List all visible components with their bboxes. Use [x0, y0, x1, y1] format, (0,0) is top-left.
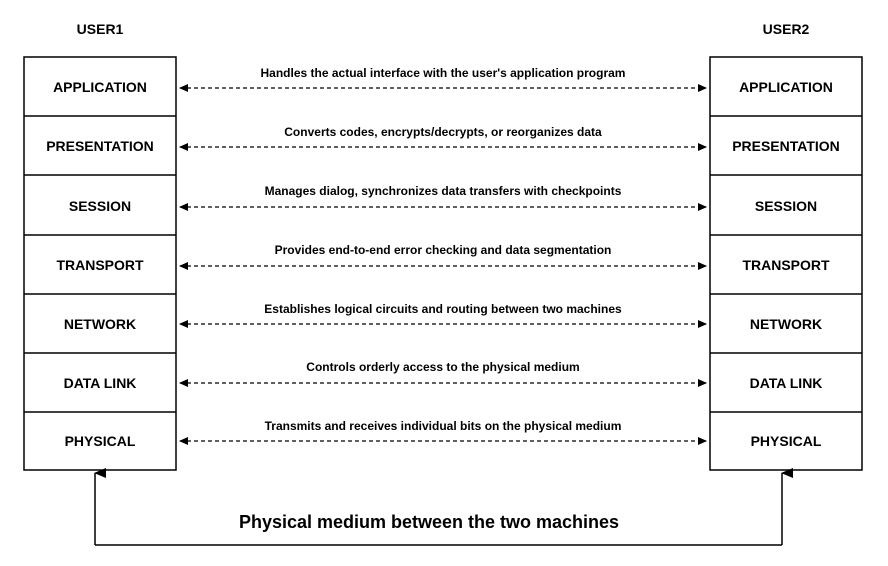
description-session: Manages dialog, synchronizes data transf… — [265, 184, 622, 198]
description-physical: Transmits and receives individual bits o… — [265, 419, 622, 433]
layer-row-session: SESSION SESSION Manages dialog, synchron… — [69, 184, 817, 214]
description-data-link: Controls orderly access to the physical … — [306, 360, 579, 374]
user1-layer-physical: PHYSICAL — [65, 433, 136, 449]
user1-layer-presentation: PRESENTATION — [46, 138, 154, 154]
user2-layer-transport: TRANSPORT — [742, 257, 830, 273]
layer-row-presentation: PRESENTATION PRESENTATION Converts codes… — [46, 125, 840, 154]
user2-layer-presentation: PRESENTATION — [732, 138, 840, 154]
description-network: Establishes logical circuits and routing… — [264, 302, 622, 316]
user1-layer-application: APPLICATION — [53, 79, 147, 95]
user1-layer-data-link: DATA LINK — [64, 375, 137, 391]
layer-row-data-link: DATA LINK DATA LINK Controls orderly acc… — [64, 360, 823, 391]
user1-layer-session: SESSION — [69, 198, 131, 214]
user2-layer-data-link: DATA LINK — [750, 375, 823, 391]
layer-row-network: NETWORK NETWORK Establishes logical circ… — [64, 302, 822, 332]
layer-rows: APPLICATION APPLICATION Handles the actu… — [24, 66, 862, 449]
layer-row-application: APPLICATION APPLICATION Handles the actu… — [53, 66, 833, 95]
physical-medium-connector: Physical medium between the two machines — [94, 468, 793, 546]
user2-layer-network: NETWORK — [750, 316, 822, 332]
medium-label: Physical medium between the two machines — [239, 512, 619, 532]
description-transport: Provides end-to-end error checking and d… — [275, 243, 612, 257]
layer-row-physical: PHYSICAL PHYSICAL Transmits and receives… — [65, 419, 822, 449]
user2-title: USER2 — [763, 21, 810, 37]
user2-layer-physical: PHYSICAL — [751, 433, 822, 449]
user1-layer-network: NETWORK — [64, 316, 136, 332]
user2-layer-session: SESSION — [755, 198, 817, 214]
description-presentation: Converts codes, encrypts/decrypts, or re… — [284, 125, 602, 139]
user1-layer-transport: TRANSPORT — [56, 257, 144, 273]
user2-layer-application: APPLICATION — [739, 79, 833, 95]
description-application: Handles the actual interface with the us… — [261, 66, 626, 80]
layer-row-transport: TRANSPORT TRANSPORT Provides end-to-end … — [56, 243, 830, 273]
user1-title: USER1 — [77, 21, 124, 37]
